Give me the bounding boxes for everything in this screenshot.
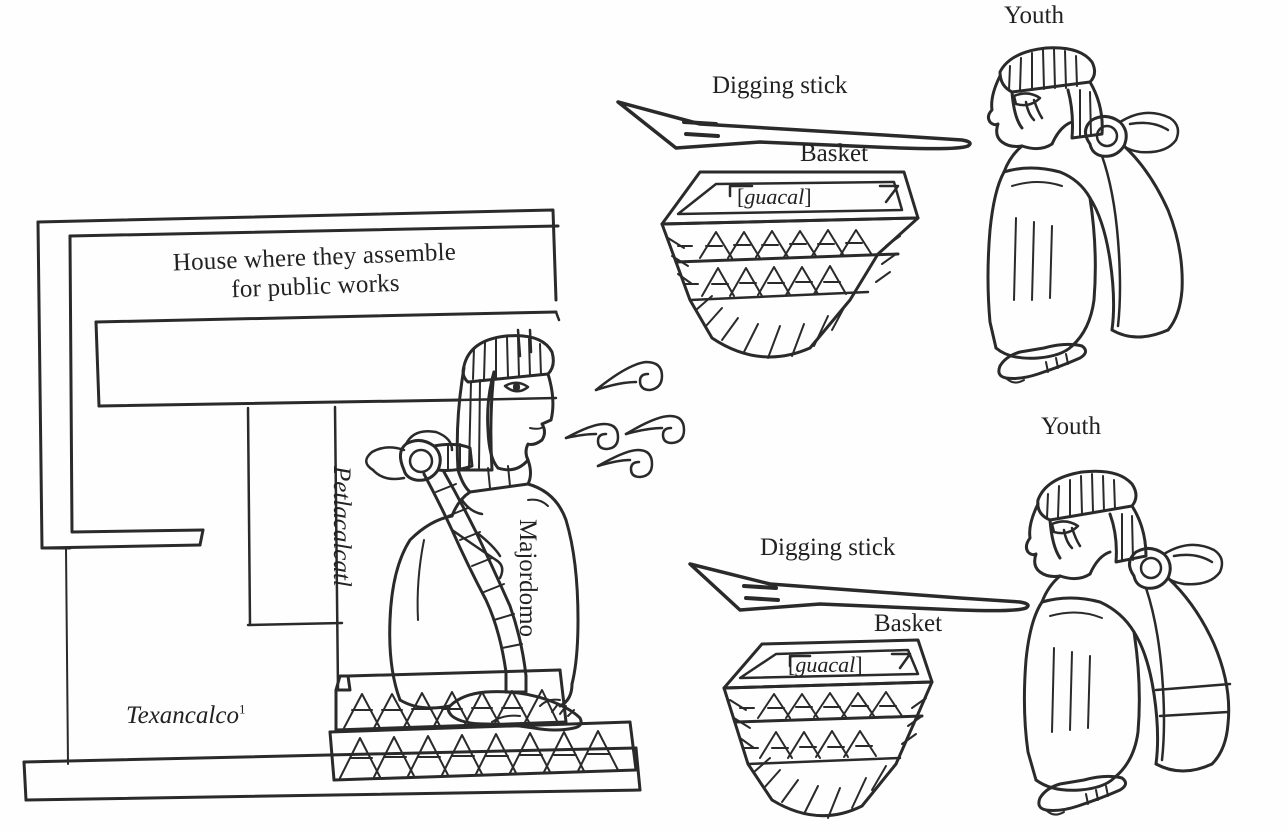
basket-bottom — [722, 638, 934, 819]
label-digging-stick-top: Digging stick — [712, 72, 848, 99]
guacal-text: guacal — [795, 652, 856, 677]
youth-bottom-figure — [1022, 469, 1232, 816]
place-name-texancalco: Texancalco1 — [126, 702, 245, 731]
label-youth-bottom: Youth — [1041, 413, 1101, 440]
place-name-text: Texancalco — [126, 702, 239, 729]
label-guacal-top: [guacal] — [737, 184, 812, 209]
speech-scroll — [594, 360, 664, 392]
digging-stick-bottom — [688, 562, 1030, 613]
basket-top — [660, 170, 920, 359]
label-majordomo: Majordomo — [514, 519, 541, 638]
speech-scroll — [596, 448, 654, 479]
guacal-bracket-close: ] — [804, 184, 812, 209]
house-structure — [22, 208, 642, 802]
label-basket-top: Basket — [800, 140, 869, 167]
speech-scroll-group — [564, 360, 686, 479]
majordomo-figure — [365, 328, 583, 732]
label-digging-stick-bottom: Digging stick — [760, 534, 896, 561]
label-youth-top: Youth — [1004, 2, 1064, 29]
digging-stick-top — [616, 100, 972, 151]
guacal-bracket-open: [ — [788, 652, 796, 677]
speech-scroll — [624, 414, 686, 445]
guacal-bracket-close: ] — [855, 652, 863, 677]
label-petlacalcatl: Petlacalcatl — [328, 466, 355, 587]
place-name-footnote: 1 — [238, 701, 246, 717]
guacal-bracket-open: [ — [737, 184, 745, 209]
label-basket-bottom: Basket — [874, 610, 943, 637]
speech-scroll — [564, 422, 620, 451]
guacal-text: guacal — [744, 184, 805, 209]
youth-top-figure — [986, 46, 1184, 384]
label-guacal-bottom: [guacal] — [788, 652, 863, 677]
